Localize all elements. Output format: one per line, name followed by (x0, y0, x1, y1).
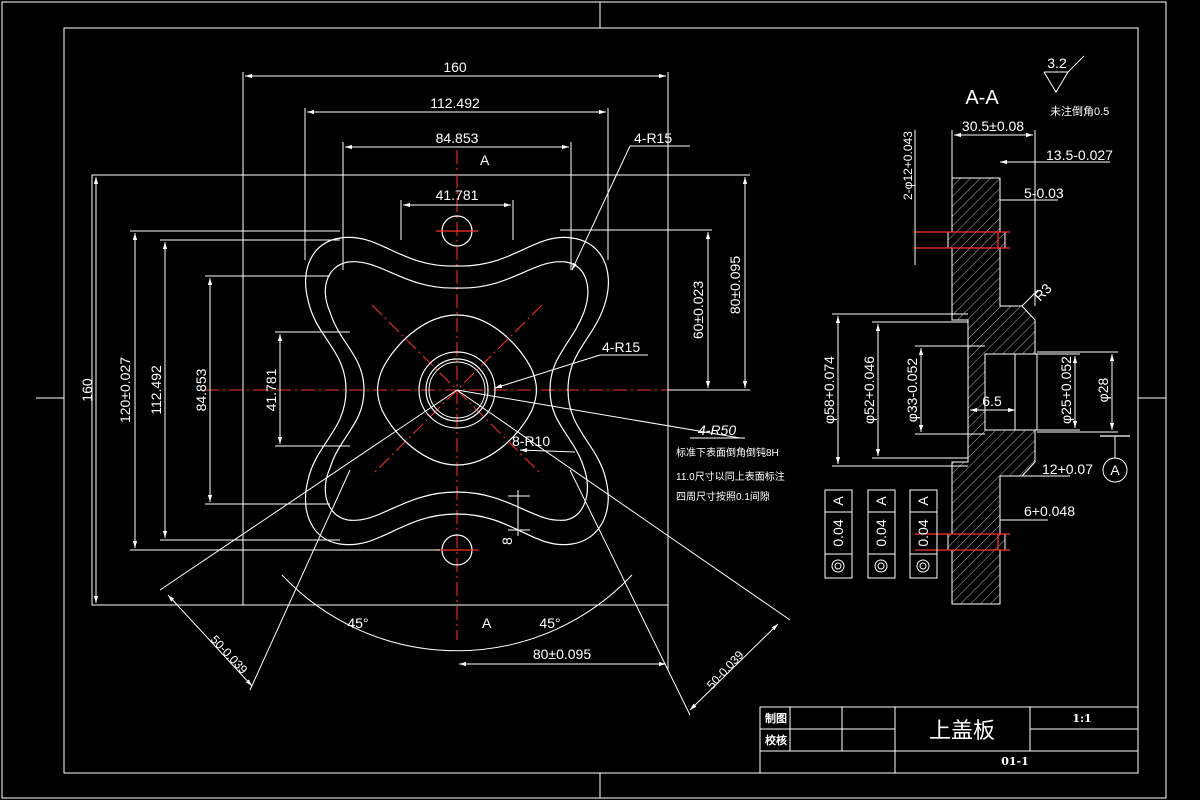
dim-84-horizontal: 84.853 (342, 130, 572, 270)
center-hole-bore (428, 361, 486, 419)
tolerance-frame-3: A 0.04 (909, 489, 938, 579)
dim-112v-text: 112.492 (148, 365, 164, 415)
note-1: 标准下表面倒角倒钝8H (676, 446, 779, 459)
dim-28: φ28 (1037, 351, 1118, 433)
dim-160v-text: 160 (79, 378, 95, 402)
radius-leaders: 4-R15 4-R15 4-R50 8-R10 8 (456, 130, 745, 545)
dim-50-right: 50-0.039 (456, 389, 791, 716)
dim-30-5: 30.5±0.08 (951, 118, 1036, 306)
inner-wavy-profile (324, 261, 589, 521)
drawing-number: 01-1 (1001, 755, 1029, 768)
surface-note: 未注倒角0.5 (1050, 104, 1109, 118)
dim-120v-text: 120±0.027 (117, 357, 133, 423)
dim-84-vertical: 84.853 (193, 275, 330, 505)
outer-wavy-profile (304, 236, 610, 546)
roughness-value: 3.2 (1047, 55, 1067, 71)
dim-2-holes-text: 2-φ12+0.043 (901, 131, 915, 200)
dim-60-vertical: 60±0.023 (560, 229, 712, 388)
drawn-label: 制图 (765, 711, 787, 725)
tol-3-datum: A (915, 496, 931, 506)
dim-13-5-text: 13.5-0.027 (1046, 147, 1113, 163)
dim-25: φ25+0.052 (1037, 353, 1080, 431)
dim-60v-text: 60±0.023 (690, 281, 706, 340)
dim-80v-text: 80±0.095 (727, 256, 743, 315)
dim-58: φ58+0.074 (821, 313, 968, 467)
note-3: 四周尺寸按照0.1间隙 (676, 490, 770, 503)
dim-120-vertical: 120±0.027 (117, 230, 440, 551)
dim-84v-text: 84.853 (193, 368, 209, 411)
center-hole-outer (418, 351, 496, 429)
dim-r3: R3 (1021, 280, 1055, 307)
dim-12: 12+0.07 (1000, 461, 1093, 477)
datum-a-symbol: A (1100, 435, 1130, 483)
tol-2-datum: A (873, 496, 889, 506)
tol-1-datum: A (830, 496, 846, 506)
d8-text: 8 (499, 537, 515, 545)
dim-112-vertical: 112.492 (148, 239, 340, 541)
dim-28-text: φ28 (1095, 377, 1111, 402)
r15-mid-text: 4-R15 (602, 339, 640, 355)
dim-84-text: 84.853 (436, 130, 479, 146)
dim-33-text: φ33-0.052 (904, 358, 920, 423)
angle-right: 45° (539, 615, 560, 631)
dim-160-text: 160 (443, 59, 467, 75)
r10-text: 8-R10 (512, 433, 550, 449)
dim-33: φ33-0.052 (904, 345, 985, 435)
section-title: A-A (965, 87, 999, 109)
dim-50-right-text: 50-0.039 (704, 648, 747, 692)
title-block: 制图 校核 上盖板 1:1 01-1 (759, 706, 1139, 774)
cut-label-bottom: A (482, 615, 492, 631)
dim-80-horizontal: 80±0.095 (459, 605, 669, 670)
dim-41v-text: 41.781 (263, 368, 279, 411)
dim-6-5-text: 6.5 (982, 393, 1002, 409)
datum-a-label: A (1110, 462, 1120, 478)
note-2: 11.0尺寸以同上表面标注 (676, 470, 785, 483)
part-name: 上盖板 (929, 719, 995, 744)
tol-2-value: 0.04 (873, 519, 889, 546)
dim-12-text: 12+0.07 (1042, 461, 1093, 477)
dim-5-text: 5-0.03 (1024, 185, 1064, 201)
dim-25-text: φ25+0.052 (1058, 356, 1074, 424)
r50-text: 4-R50 (698, 422, 736, 438)
dim-160-horizontal: 160 (242, 59, 669, 605)
dim-6-text: 6+0.048 (1024, 503, 1075, 519)
tol-3-value: 0.04 (915, 519, 931, 546)
dim-r3-text: R3 (1031, 280, 1055, 304)
dim-5: 5-0.03 (1000, 185, 1064, 201)
angle-left: 45° (347, 615, 368, 631)
dim-41-vertical: 41.781 (263, 331, 350, 447)
cut-label-top: A (480, 152, 490, 168)
checked-label: 校核 (765, 733, 787, 747)
dim-52: φ52+0.046 (861, 321, 968, 459)
tolerance-frame-2: A 0.04 (867, 489, 896, 579)
dim-80-vertical: 80±0.095 (668, 174, 750, 391)
dim-6-5: 6.5 (970, 393, 1015, 413)
dim-112-text: 112.492 (430, 95, 480, 111)
dim-160-vertical: 160 (79, 177, 99, 603)
r15-top-text: 4-R15 (634, 130, 672, 146)
center-hole-inner (425, 358, 489, 422)
dim-41-text: 41.781 (436, 187, 479, 203)
dim-112-horizontal: 112.492 (304, 95, 609, 260)
drawing-frame (1, 1, 1167, 799)
dim-13-5: 13.5-0.027 (1000, 147, 1113, 165)
dim-41-horizontal: 41.781 (400, 187, 514, 240)
dim-58-text: φ58+0.074 (821, 356, 837, 424)
roughness-symbol: 3.2 未注倒角0.5 (1043, 55, 1109, 118)
tol-1-value: 0.04 (830, 519, 846, 546)
dim-80h-text: 80±0.095 (533, 646, 592, 662)
angle-dims: 45° 45° (281, 574, 633, 652)
dim-50-left-text: 50-0.039 (208, 632, 251, 676)
front-view: 160 112.492 84.853 41.781 A A 160 (79, 59, 791, 716)
section-view: A-A 3.2 未注倒角0.5 30.5±0.08 13. (821, 55, 1130, 605)
dim-30-5-text: 30.5±0.08 (962, 118, 1024, 134)
dim-52-text: φ52+0.046 (861, 356, 877, 424)
scale: 1:1 (1072, 712, 1091, 725)
dim-6: 6+0.048 (1000, 503, 1075, 521)
technical-notes: 标准下表面倒角倒钝8H 11.0尺寸以同上表面标注 四周尺寸按照0.1间隙 (676, 446, 785, 503)
boss-profile (376, 314, 538, 466)
dim-2-holes: 2-φ12+0.043 (901, 130, 916, 265)
tolerance-frame-1: A 0.04 (824, 489, 853, 579)
